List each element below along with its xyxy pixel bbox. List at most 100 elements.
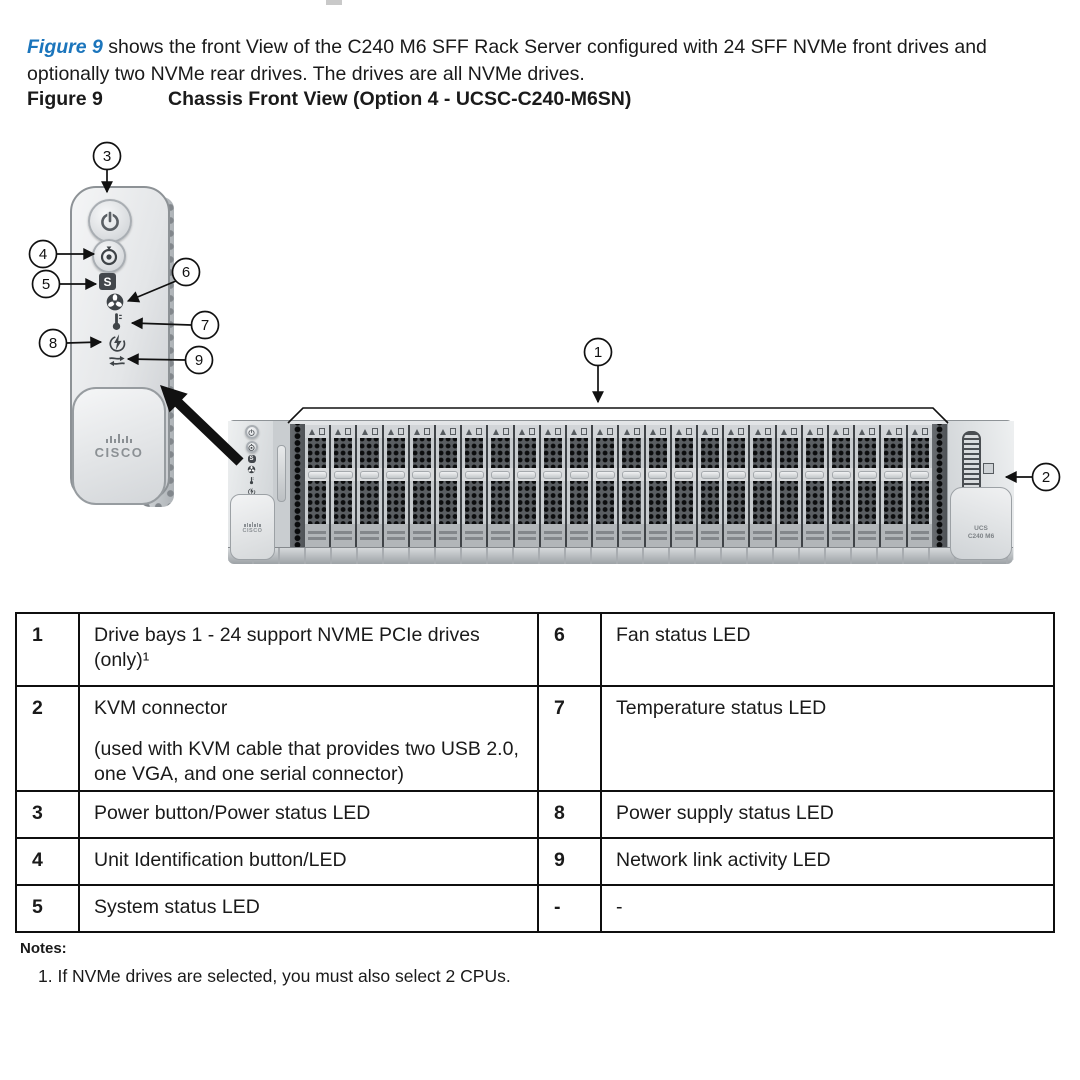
activity-led-icon [607,428,614,435]
figure-caption: Figure 9 Chassis Front View (Option 4 - … [27,88,631,112]
activity-led-icon [921,428,928,435]
drive-vent-grid [308,481,327,524]
activity-led-icon [685,428,692,435]
drive-led-icons [698,425,723,438]
drive-label [462,524,487,547]
fault-led-icon [754,428,761,435]
fault-led-icon [335,428,342,435]
drive-vent-grid [543,438,563,468]
drive-vent-grid [465,481,484,524]
drive-led-icons [462,425,487,438]
drive-bay-sled [331,425,358,547]
drive-vent-grid [491,438,510,468]
drive-vent-grid [360,481,379,524]
drive-led-icons [357,425,382,438]
drive-label [724,524,749,547]
callout-number-cell: 4 [15,837,80,886]
drive-vent-grid [753,481,772,524]
callout-circle [190,310,220,340]
drive-vent-grid [360,438,379,468]
drive-label [907,524,932,547]
drive-led-icons [540,425,566,438]
callout-number-cell: 3 [15,790,80,839]
drive-bay-sled [357,425,384,547]
fault-led-icon [833,428,840,435]
drive-led-icons [593,425,618,438]
fault-led-icon [466,428,473,435]
drive-vent-grid [884,481,903,524]
drive-label [750,524,775,547]
drive-vent-grid [622,481,641,524]
figure-9-link[interactable]: Figure 9 [27,35,103,58]
drive-bay-sled [645,425,672,547]
drive-vent-grid [858,438,877,468]
activity-led-icon [659,428,666,435]
drive-latch [488,468,513,481]
activity-led-icon [371,428,378,435]
drive-vent-grid [805,438,825,468]
callout-number-cell: 1 [15,612,80,687]
fault-led-icon [623,428,630,435]
chassis-bottom-rail [228,547,1013,564]
drive-bay-sled [724,425,751,547]
drive-bay-sled [907,425,932,547]
drive-vent-grid [596,481,615,524]
callout-number-cell: 9 [537,837,602,886]
activity-led-icon [816,428,823,435]
fault-led-icon [440,428,447,435]
drive-latch [907,468,932,481]
fault-led-icon [911,428,918,435]
drive-latch [436,468,461,481]
drive-latch [698,468,723,481]
drive-latch [645,468,670,481]
fault-led-icon [518,428,525,435]
drive-vent-grid [439,438,458,468]
drive-vent-grid [334,481,353,524]
power-button-icon [244,425,259,439]
drive-vent-grid [465,438,484,468]
drive-label [802,524,828,547]
chassis-panel-icon-stack: S [240,425,263,504]
drive-label [671,524,697,547]
callout-desc-cell: Fan status LED [600,612,1055,687]
drive-vent-grid [517,438,536,468]
cisco-logo-bars-icon [244,521,261,527]
drive-bay-sled [436,425,463,547]
fault-led-icon [885,428,892,435]
activity-led-icon [345,428,352,435]
note-item: 1. If NVMe drives are selected, you must… [38,966,511,986]
callout-number: 6 [182,264,190,281]
cisco-logo-bars-icon [106,433,132,443]
drive-vent-grid [386,481,405,524]
drive-bay-sled [829,425,856,547]
kvm-connector-icon [983,463,994,474]
chassis-left-latch [277,445,286,502]
activity-led-icon [423,428,430,435]
drive-latch [829,468,854,481]
activity-led-icon [581,428,588,435]
callout-desc-cell: Power button/Power status LED [78,790,539,839]
activity-led-icon [895,428,902,435]
drive-latch [514,468,539,481]
drive-label [881,524,906,547]
drive-label [776,524,801,547]
drive-vent-grid [412,481,432,524]
drive-vent-grid [517,481,536,524]
fan-status-led-icon [105,292,125,312]
callout-number-cell: 8 [537,790,602,839]
drive-bay-sled [671,425,699,547]
activity-led-icon [790,428,797,435]
drive-label [855,524,880,547]
system-status-led-icon: S [247,455,256,463]
fan-status-led-icon [247,465,256,474]
callout-desc-cell: Network link activity LED [600,837,1055,886]
cisco-logo-text: CISCO [94,444,144,460]
drive-vent-grid [570,438,589,468]
drive-led-icons [331,425,356,438]
chassis-cisco-pull-handle: CISCO [230,494,275,560]
fault-led-icon [361,428,368,435]
drive-led-icons [724,425,749,438]
callout-circle [171,257,201,287]
